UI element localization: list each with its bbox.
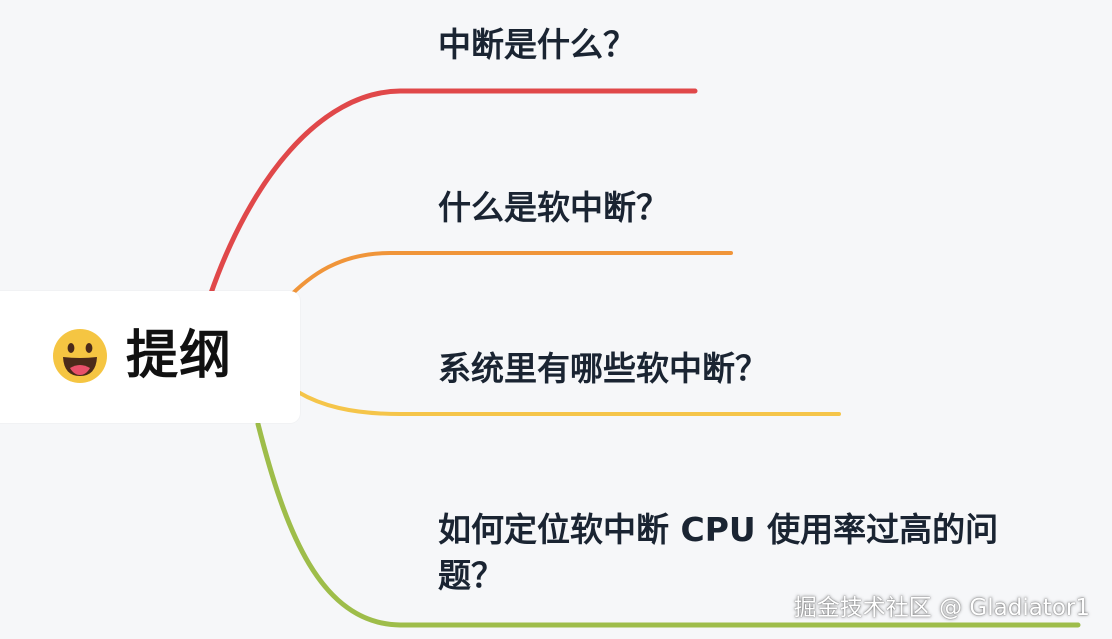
branch-connector-2 bbox=[284, 251, 733, 302]
root-title: 提纲 bbox=[126, 326, 233, 386]
branch-label-2[interactable]: 什么是软中断？ bbox=[438, 188, 669, 227]
branch-label-3[interactable]: 系统里有哪些软中断？ bbox=[438, 349, 768, 388]
branch-label-1[interactable]: 中断是什么？ bbox=[438, 25, 636, 64]
grinning-face-icon bbox=[53, 329, 107, 383]
branch-label-4[interactable]: 如何定位软中断 CPU 使用率过高的问题？ bbox=[438, 510, 999, 595]
branch-connector-4 bbox=[255, 421, 1081, 628]
branch-connector-1 bbox=[207, 88, 698, 299]
watermark: 掘金技术社区 @ Gladiator1 bbox=[793, 595, 1090, 621]
branch-connector-3 bbox=[296, 390, 841, 416]
root-node[interactable] bbox=[0, 291, 300, 423]
